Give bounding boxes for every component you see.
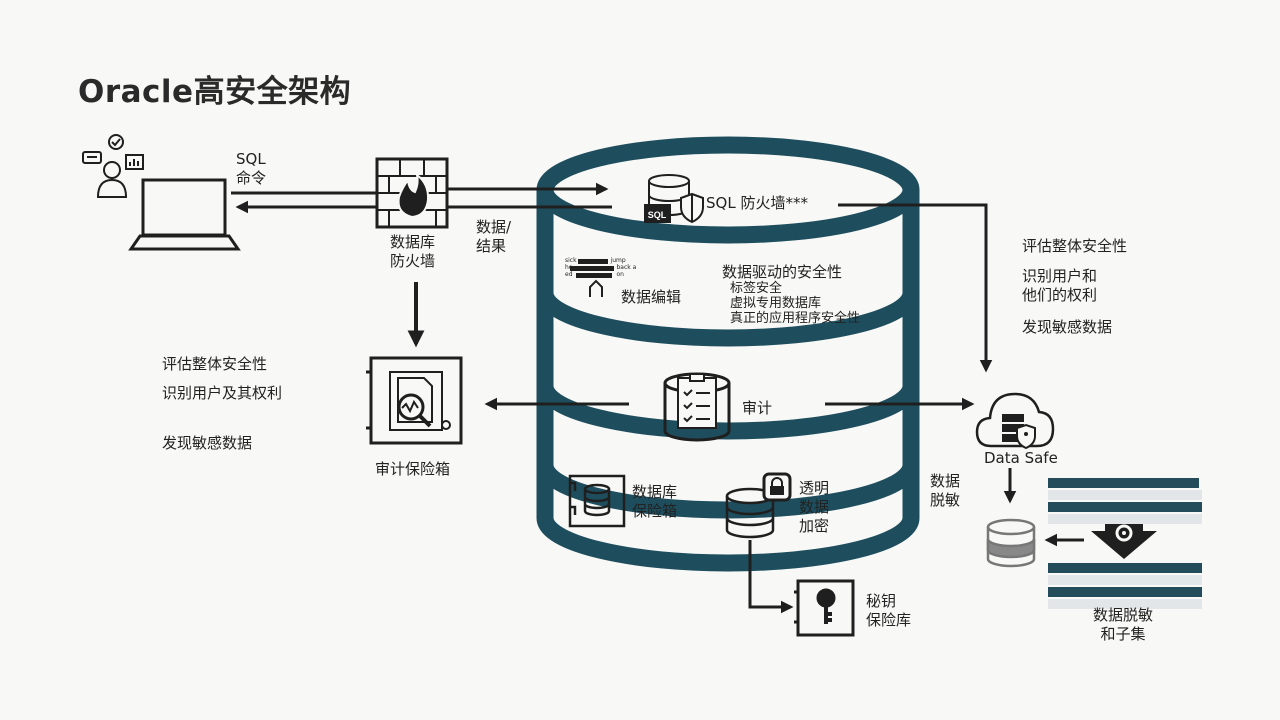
data-result-label: 数据/ 结果 bbox=[476, 218, 511, 256]
masking-subset-label: 数据脱敏 和子集 bbox=[1093, 606, 1153, 644]
encrypted-database-icon bbox=[725, 472, 792, 539]
data-redaction-icon bbox=[570, 259, 614, 297]
data-driven-security-heading: 数据驱动的安全性 bbox=[722, 263, 843, 281]
data-safe-note: 识别用户和 bbox=[1022, 267, 1098, 285]
tde-line1: 透明 bbox=[799, 479, 830, 497]
data-result-line1: 数据/ bbox=[476, 218, 512, 236]
masked-table bbox=[1048, 563, 1202, 609]
sql-command-line1: SQL bbox=[236, 150, 266, 168]
db-firewall-line1: 数据库 bbox=[390, 233, 436, 251]
sql-firewall-label: SQL 防火墙*** bbox=[706, 194, 808, 212]
data-safe-note: 发现敏感数据 bbox=[1022, 318, 1113, 336]
data-safe-note: 评估整体安全性 bbox=[1022, 237, 1128, 255]
source-table bbox=[1048, 478, 1202, 524]
database-vault-safe-icon bbox=[568, 474, 626, 528]
data-masking-side-line1: 数据 bbox=[930, 472, 961, 490]
audit-vault-note: 识别用户及其权利 bbox=[162, 384, 283, 402]
user-person-icon bbox=[82, 134, 144, 198]
redaction-word: back a bbox=[616, 264, 637, 271]
redaction-word: on bbox=[616, 271, 624, 278]
page-title: Oracle高安全架构 bbox=[78, 74, 352, 110]
sql-icon-text: SQL bbox=[648, 210, 667, 220]
data-redaction-label: 数据编辑 bbox=[621, 288, 682, 306]
db-firewall-label: 数据库 防火墙 bbox=[390, 233, 435, 271]
database-vault-line1: 数据库 bbox=[632, 483, 678, 501]
masked-database-icon bbox=[986, 518, 1036, 568]
sql-firewall-icon: SQL bbox=[644, 174, 704, 224]
redaction-word: he bbox=[565, 264, 573, 271]
tde-line3: 加密 bbox=[799, 517, 830, 535]
redaction-word: sick bbox=[565, 257, 577, 264]
data-safe-note: 他们的权利 bbox=[1022, 286, 1098, 304]
data-masking-side-line2: 脱敏 bbox=[930, 491, 961, 509]
laptop-icon bbox=[128, 178, 241, 251]
masking-subset-line1: 数据脱敏 bbox=[1093, 606, 1154, 624]
redaction-word: ed bbox=[565, 271, 573, 278]
data-safe-cloud-icon bbox=[975, 392, 1055, 450]
audit-vault-note: 评估整体安全性 bbox=[162, 355, 268, 373]
database-vault-line2: 保险箱 bbox=[632, 502, 678, 520]
audit-vault-note: 发现敏感数据 bbox=[162, 434, 253, 452]
audit-clipboard-icon bbox=[663, 372, 731, 442]
audit-label: 审计 bbox=[742, 399, 773, 417]
data-masking-side-label: 数据 脱敏 bbox=[930, 472, 960, 510]
tde-line2: 数据 bbox=[799, 498, 830, 516]
security-feature-item: 虚拟专用数据库 bbox=[730, 296, 822, 311]
db-firewall-line2: 防火墙 bbox=[390, 252, 436, 270]
firewall-icon bbox=[375, 157, 449, 229]
data-safe-label: Data Safe bbox=[984, 449, 1058, 467]
key-vault-label: 秘钥 保险库 bbox=[866, 592, 911, 630]
key-vault-line2: 保险库 bbox=[866, 611, 912, 629]
tde-label: 透明 数据 加密 bbox=[799, 479, 829, 536]
key-vault-safe-icon bbox=[794, 579, 855, 637]
audit-vault-label: 审计保险箱 bbox=[375, 460, 451, 478]
masking-subset-line2: 和子集 bbox=[1100, 625, 1146, 643]
key-vault-line1: 秘钥 bbox=[866, 592, 897, 610]
sql-command-label: SQL 命令 bbox=[236, 150, 266, 188]
database-vault-label: 数据库 保险箱 bbox=[632, 483, 677, 521]
security-feature-list: 标签安全 虚拟专用数据库 真正的应用程序安全性 bbox=[730, 281, 860, 326]
data-result-line2: 结果 bbox=[476, 237, 507, 255]
sql-command-line2: 命令 bbox=[236, 169, 267, 187]
redaction-word: jump bbox=[610, 257, 626, 264]
security-feature-item: 真正的应用程序安全性 bbox=[730, 311, 861, 326]
security-feature-item: 标签安全 bbox=[730, 281, 783, 296]
masking-process-arrow bbox=[1091, 518, 1157, 559]
redaction-snippet: sick jump he back a ed on bbox=[565, 257, 636, 278]
data-safe-note-group: 识别用户和 他们的权利 bbox=[1022, 267, 1097, 305]
audit-vault-safe-icon bbox=[366, 356, 463, 445]
